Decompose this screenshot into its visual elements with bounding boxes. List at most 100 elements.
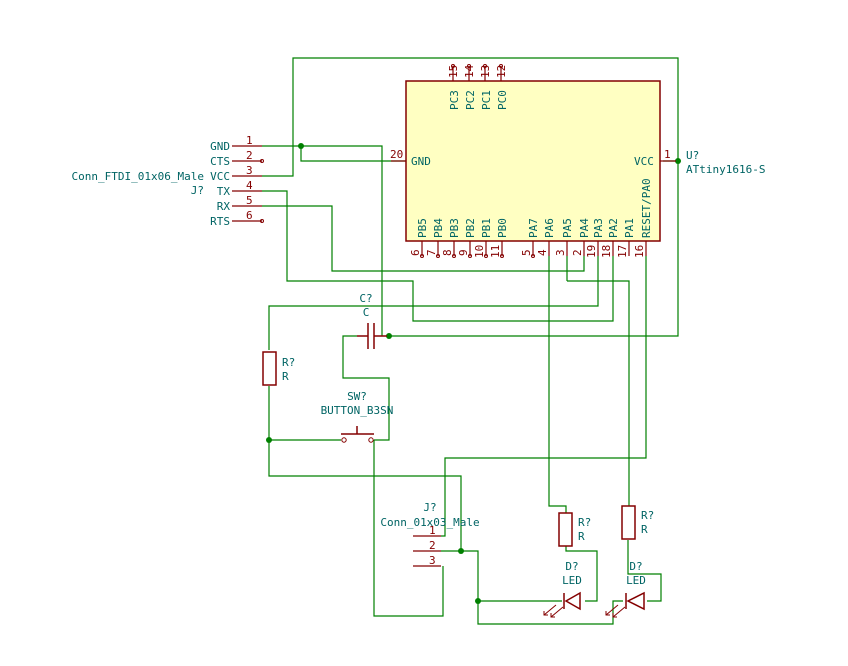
- pin-num: 2: [246, 149, 253, 162]
- wire-pa0-j3: [441, 256, 647, 537]
- pin-name: PC3: [448, 90, 461, 110]
- wire-tx: [262, 190, 614, 322]
- cap-ref: C?: [359, 292, 372, 305]
- pin-name: PA3: [592, 218, 605, 238]
- resistor-ref: R?: [282, 356, 295, 369]
- ic-value: ATtiny1616-S: [686, 163, 765, 176]
- junction-dot: [266, 437, 272, 443]
- led-value: LED: [626, 574, 646, 587]
- resistor-led1[interactable]: R? R: [558, 512, 591, 547]
- pin-num: 1: [246, 134, 253, 147]
- pin-num: 16: [633, 245, 646, 258]
- conn-ftdi[interactable]: 1 2 3 4 5 6 GND CTS VCC TX RX RTS Conn_F…: [72, 134, 264, 228]
- pin-name: PA5: [561, 218, 574, 238]
- pin-num: 18: [600, 245, 613, 258]
- switch-button[interactable]: SW? BUTTON_B3SN: [321, 390, 394, 443]
- pin-num: 4: [536, 249, 549, 256]
- ic-pin-vcc: 1 VCC: [634, 148, 676, 168]
- resistor-pullup[interactable]: R? R: [262, 351, 295, 386]
- junction-dot: [675, 158, 681, 164]
- resistor-value: R: [578, 530, 585, 543]
- cap-value: C: [363, 306, 370, 319]
- pin-name: PA1: [623, 218, 636, 238]
- junction-dot: [386, 333, 392, 339]
- junction-dot: [475, 598, 481, 604]
- pin-name: PA2: [607, 218, 620, 238]
- pin-num: 5: [246, 194, 253, 207]
- pin-name: GND: [411, 155, 431, 168]
- pin-name: CTS: [210, 155, 230, 168]
- resistor-value: R: [282, 370, 289, 383]
- pin-num: 6: [246, 209, 253, 222]
- wire-pa6-r: [548, 256, 567, 513]
- pin-name: PB5: [416, 218, 429, 238]
- junction-dot: [458, 548, 464, 554]
- pin-name: RX: [217, 200, 231, 213]
- wire-led1-k: [461, 550, 562, 602]
- pin-num: 4: [246, 179, 253, 192]
- pin-name: RESET/PA0: [640, 178, 653, 238]
- pin-num: 3: [554, 249, 567, 256]
- resistor-ref: R?: [641, 509, 654, 522]
- pin-name: PB0: [496, 218, 509, 238]
- wire-rx: [262, 205, 585, 272]
- pin-name: TX: [217, 185, 231, 198]
- ic-top-pins: 15 14 13 12 PC3 PC2 PC1 PC0: [447, 64, 509, 110]
- led-ref: D?: [565, 560, 578, 573]
- pin-num: 10: [473, 245, 486, 258]
- junction-dot: [298, 143, 304, 149]
- pin-name: GND: [210, 140, 230, 153]
- pin-num: 8: [441, 249, 454, 256]
- pin-num: 14: [463, 64, 476, 78]
- resistor-ref: R?: [578, 516, 591, 529]
- conn-value: Conn_01x03_Male: [380, 516, 479, 529]
- pin-name: PB4: [432, 218, 445, 238]
- led-1[interactable]: D? LED: [543, 560, 582, 618]
- pin-name: VCC: [634, 155, 654, 168]
- pin-name: VCC: [210, 170, 230, 183]
- wire-r-led1: [565, 546, 598, 602]
- conn-01x03[interactable]: 1 2 3 J? Conn_01x03_Male: [380, 501, 479, 567]
- pin-num: 1: [429, 524, 436, 537]
- pin-num: 15: [447, 65, 460, 78]
- pin-num: 2: [571, 249, 584, 256]
- ic-ref: U?: [686, 149, 699, 162]
- pin-num: 2: [429, 539, 436, 552]
- pin-name: PA4: [578, 218, 591, 238]
- pin-name: PA6: [543, 218, 556, 238]
- pin-name: PC1: [480, 90, 493, 110]
- led-2[interactable]: D? LED: [605, 560, 646, 618]
- wires: [262, 57, 681, 625]
- wire-r-led2: [627, 540, 662, 602]
- ic-bottom-pins: 6 7 8 9 10 11 5 4 3 2 19 18 17 16 PB5 PB…: [409, 178, 653, 258]
- wire-pa5-r2: [567, 280, 630, 506]
- wire-gnd-ic: [300, 146, 406, 162]
- conn-value: Conn_FTDI_01x06_Male: [72, 170, 204, 183]
- ic-attiny1616[interactable]: 15 14 13 12 PC3 PC2 PC1 PC0 20 GND 1 VCC: [390, 64, 765, 258]
- pin-name: PB2: [464, 218, 477, 238]
- pin-num: 1: [664, 148, 671, 161]
- conn-ref: J?: [423, 501, 436, 514]
- pin-name: PB1: [480, 218, 493, 238]
- wire-cap-sw: [342, 335, 390, 441]
- pin-name: RTS: [210, 215, 230, 228]
- wire-rst-j3: [268, 386, 462, 552]
- pin-num: 3: [246, 164, 253, 177]
- wire-led2-k: [477, 600, 623, 625]
- pin-num: 11: [489, 245, 502, 258]
- pin-name: PA7: [527, 218, 540, 238]
- pin-num: 3: [429, 554, 436, 567]
- pin-name: PB3: [448, 218, 461, 238]
- pin-num: 7: [425, 249, 438, 256]
- pin-num: 9: [457, 249, 470, 256]
- pin-num: 17: [616, 245, 629, 258]
- capacitor[interactable]: C? C: [357, 292, 387, 349]
- switch-ref: SW?: [347, 390, 367, 403]
- resistor-led2[interactable]: R? R: [621, 505, 654, 540]
- ic-pin-gnd: 20 GND: [390, 148, 431, 168]
- wire-sw-gnd: [373, 440, 444, 617]
- conn-ref: J?: [191, 184, 204, 197]
- switch-value: BUTTON_B3SN: [321, 404, 394, 417]
- pin-num: 6: [409, 249, 422, 256]
